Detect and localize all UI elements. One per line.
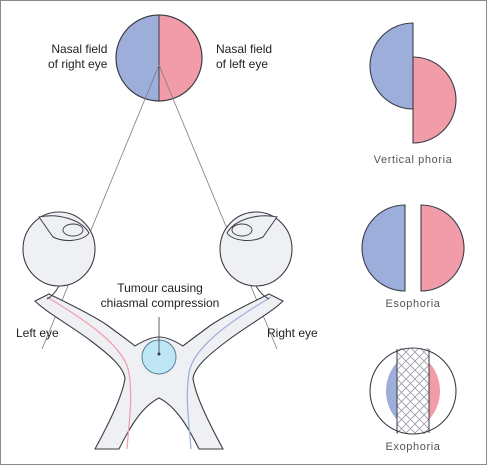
left-eye-label: Left eye bbox=[16, 326, 59, 340]
nasal-field-right-eye bbox=[116, 15, 159, 101]
right-eye bbox=[219, 211, 293, 300]
left-eye bbox=[22, 211, 96, 300]
nasal-field-left-eye-label: Nasal field of left eye bbox=[216, 42, 273, 71]
exophoria-caption: Exophoria bbox=[385, 441, 441, 453]
nasal-field-left-eye bbox=[159, 15, 202, 101]
exophoria-figure bbox=[369, 347, 457, 435]
visual-field-circle bbox=[115, 14, 203, 102]
right-eye-label: Right eye bbox=[267, 326, 318, 340]
nasal-field-right-eye-label: Nasal field of right eye bbox=[48, 42, 108, 71]
tumour bbox=[141, 317, 177, 375]
vertical-phoria-figure bbox=[369, 22, 457, 144]
esophoria-caption: Esophoria bbox=[385, 298, 441, 310]
esophoria-figure bbox=[361, 204, 465, 292]
vertical-phoria-caption: Vertical phoria bbox=[373, 154, 453, 166]
tumour-label: Tumour causing chiasmal compression bbox=[100, 281, 220, 310]
